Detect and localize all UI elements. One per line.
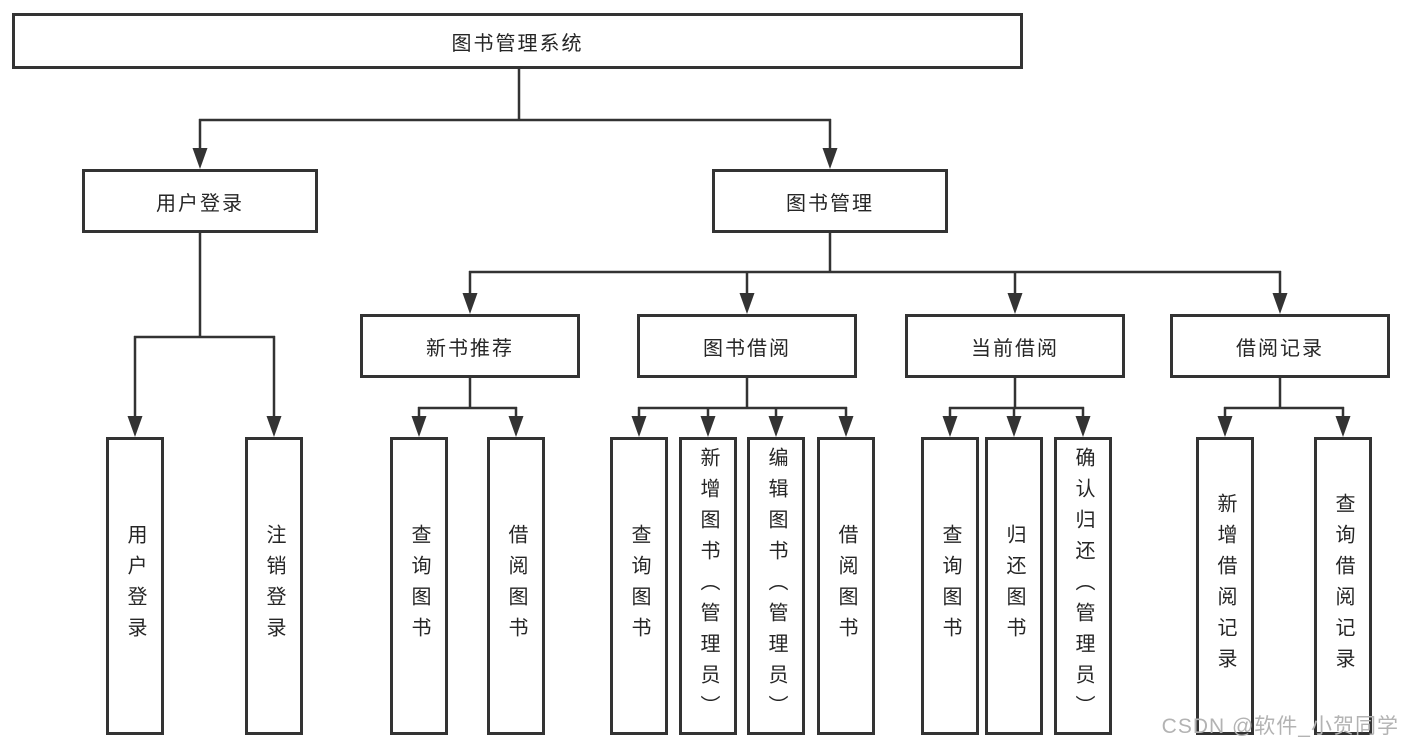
- node-new-book-recommendation: 新书推荐: [360, 314, 580, 378]
- leaf-label: 借阅图书: [505, 524, 527, 648]
- leaf-user-login: 用户登录: [106, 437, 164, 735]
- leaf-borrow-books: 借阅图书: [817, 437, 875, 735]
- leaf-label: 查询图书: [939, 524, 961, 648]
- leaf-label: 查询图书: [628, 524, 650, 648]
- node-label: 图书管理: [786, 192, 874, 215]
- leaf-logout: 注销登录: [245, 437, 303, 735]
- leaf-label: 查询图书: [408, 524, 430, 648]
- arrowheads: [127, 148, 1351, 437]
- leaf-label: 编辑图书（管理员）: [765, 446, 787, 726]
- leaf-return-books: 归还图书: [985, 437, 1043, 735]
- node-borrowing-records: 借阅记录: [1170, 314, 1390, 378]
- node-label: 用户登录: [156, 192, 244, 215]
- leaf-label: 借阅图书: [835, 524, 857, 648]
- leaf-add-books-admin: 新增图书（管理员）: [679, 437, 737, 735]
- node-book-borrowing: 图书借阅: [637, 314, 857, 378]
- leaf-search-borrow-record: 查询借阅记录: [1314, 437, 1372, 735]
- node-label: 图书借阅: [703, 337, 791, 360]
- leaf-label: 查询借阅记录: [1332, 493, 1354, 679]
- leaf-label: 新增借阅记录: [1214, 493, 1236, 679]
- leaf-label: 归还图书: [1003, 524, 1025, 648]
- node-label: 图书管理系统: [451, 32, 584, 55]
- leaf-label: 确认归还（管理员）: [1072, 446, 1094, 726]
- leaf-label: 用户登录: [124, 524, 146, 648]
- leaf-borrow-books-recommend: 借阅图书: [487, 437, 545, 735]
- node-label: 借阅记录: [1236, 337, 1324, 360]
- node-label: 当前借阅: [971, 337, 1059, 360]
- leaf-confirm-return-admin: 确认归还（管理员）: [1054, 437, 1112, 735]
- leaf-search-books-current: 查询图书: [921, 437, 979, 735]
- node-book-management-system: 图书管理系统: [12, 13, 1023, 69]
- node-user-login: 用户登录: [82, 169, 318, 233]
- leaf-edit-books-admin: 编辑图书（管理员）: [747, 437, 805, 735]
- node-current-borrowing: 当前借阅: [905, 314, 1125, 378]
- node-label: 新书推荐: [426, 337, 514, 360]
- leaf-label: 注销登录: [263, 524, 285, 648]
- leaf-label: 新增图书（管理员）: [697, 446, 719, 726]
- csdn-watermark: CSDN @软件_小贺同学: [1161, 715, 1399, 738]
- leaf-search-books-recommend: 查询图书: [390, 437, 448, 735]
- leaf-search-books-borrowing: 查询图书: [610, 437, 668, 735]
- node-book-management: 图书管理: [712, 169, 948, 233]
- leaf-add-borrow-record: 新增借阅记录: [1196, 437, 1254, 735]
